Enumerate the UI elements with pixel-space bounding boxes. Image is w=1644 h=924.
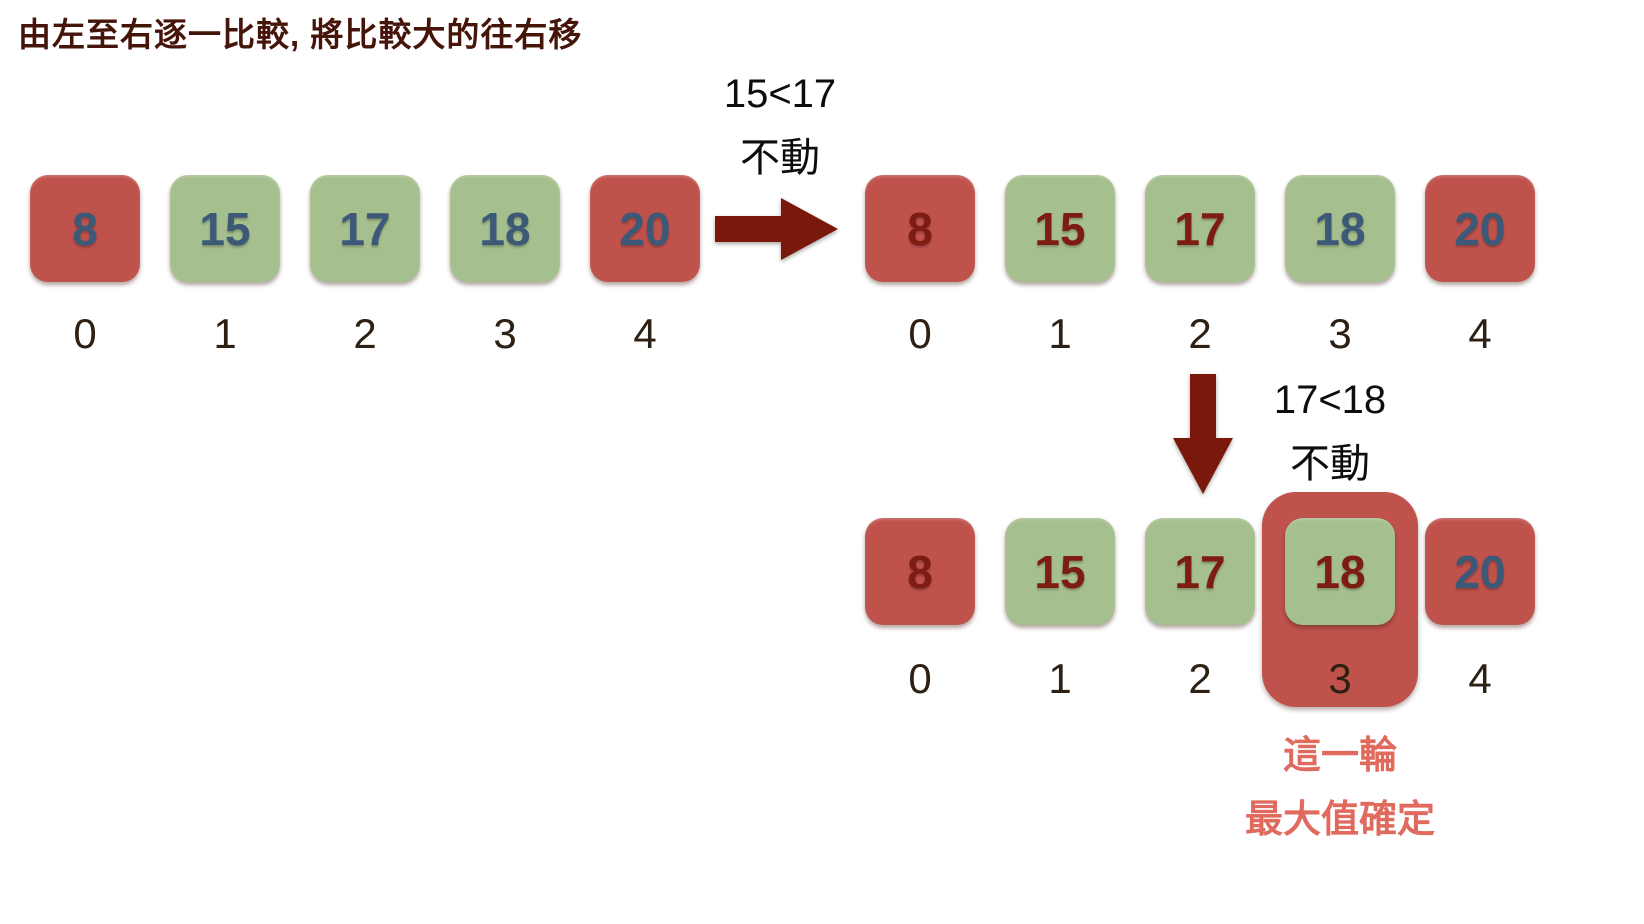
index-label: 0 (908, 655, 932, 702)
index-label: 2 (1188, 310, 1212, 357)
array-step1: 8 15 17 18 20 (30, 175, 700, 282)
index-label: 1 (1048, 310, 1072, 357)
array-cell: 20 (590, 175, 700, 282)
array-cell: 8 (30, 175, 140, 282)
cell-value: 15 (1034, 545, 1086, 598)
cell-value: 15 (1034, 202, 1086, 255)
array-cell: 15 (1005, 518, 1115, 625)
array-cell: 17 (1145, 518, 1255, 625)
index-label: 3 (493, 310, 517, 357)
cell-value: 17 (1174, 202, 1226, 255)
cell-value: 20 (1454, 202, 1506, 255)
down-arrow-icon (1173, 374, 1233, 494)
index-label: 1 (1048, 655, 1072, 702)
index-label: 4 (633, 310, 657, 357)
diagram-title: 由左至右逐一比較, 將比較大的往右移 (18, 16, 583, 53)
comparison-note-1: 15<17 不動 (695, 62, 865, 190)
cell-value: 8 (907, 202, 933, 255)
array-cell: 8 (865, 175, 975, 282)
index-label: 0 (73, 310, 97, 357)
array-cell: 20 (1425, 518, 1535, 625)
cell-value: 18 (1314, 545, 1366, 598)
cell-value: 8 (907, 545, 933, 598)
index-label: 2 (1188, 655, 1212, 702)
cell-value: 15 (199, 202, 251, 255)
array-cell: 17 (310, 175, 420, 282)
index-label: 2 (353, 310, 377, 357)
array-step3: 8 15 17 18 20 (865, 518, 1535, 625)
index-label: 0 (908, 310, 932, 357)
array-cell: 18 (1285, 175, 1395, 282)
array-cell: 15 (1005, 175, 1115, 282)
cell-value: 18 (1314, 202, 1366, 255)
cell-value: 20 (1454, 545, 1506, 598)
array-step2: 8 15 17 18 20 (865, 175, 1535, 282)
array-cell: 17 (1145, 175, 1255, 282)
right-arrow-icon (715, 198, 838, 260)
comparison-note-2-result: 不動 (1290, 442, 1370, 486)
array-cell: 15 (170, 175, 280, 282)
comparison-note-2-expr: 17<18 (1273, 378, 1387, 422)
index-row-step3: 0 1 2 3 4 (865, 655, 1535, 703)
comparison-note-1-expr: 15<17 (723, 72, 837, 116)
cell-value: 18 (479, 202, 531, 255)
cell-value: 8 (72, 202, 98, 255)
index-label: 4 (1468, 310, 1492, 357)
comparison-note-1-result: 不動 (740, 136, 820, 180)
cell-value: 17 (339, 202, 391, 255)
index-label: 4 (1468, 655, 1492, 702)
index-row-step2: 0 1 2 3 4 (865, 310, 1535, 358)
index-label: 1 (213, 310, 237, 357)
comparison-note-2: 17<18 不動 (1245, 368, 1415, 496)
array-cell-highlighted: 18 (1285, 518, 1395, 625)
round-max-caption-line2: 最大值確定 (1244, 799, 1435, 841)
round-max-caption: 這一輪 最大值確定 (1225, 724, 1455, 852)
array-cell: 20 (1425, 175, 1535, 282)
cell-value: 17 (1174, 545, 1226, 598)
index-label: 3 (1328, 655, 1352, 702)
index-label: 3 (1328, 310, 1352, 357)
cell-value: 20 (619, 202, 671, 255)
array-cell: 18 (450, 175, 560, 282)
round-max-caption-line1: 這一輪 (1282, 735, 1397, 777)
array-cell: 8 (865, 518, 975, 625)
index-row-step1: 0 1 2 3 4 (30, 310, 700, 358)
